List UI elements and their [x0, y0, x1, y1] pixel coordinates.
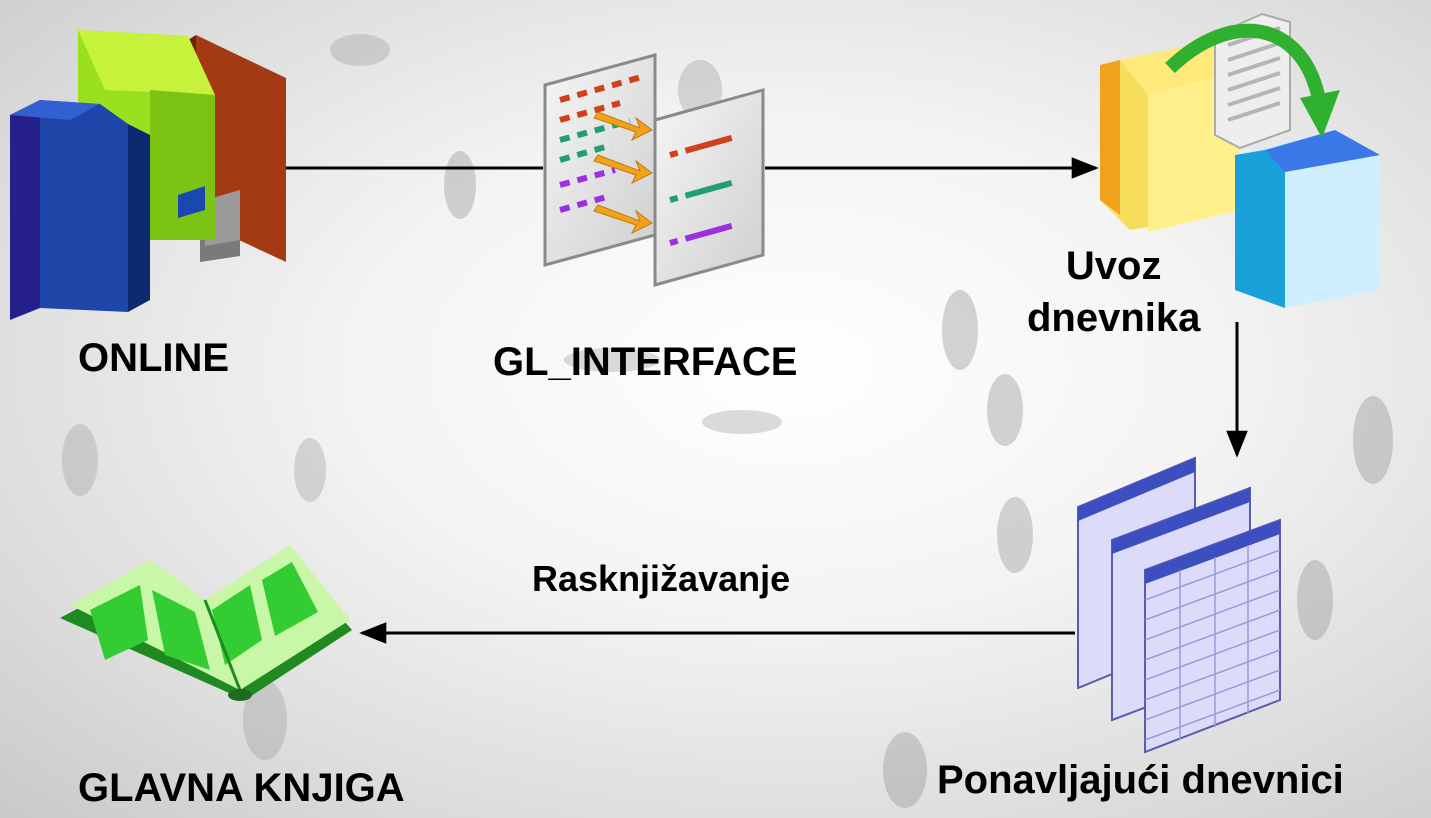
journal-import-label: Uvoz dnevnika [1027, 240, 1200, 344]
mapping-sheets-icon [543, 53, 765, 287]
books-icon [10, 30, 286, 320]
spreadsheets-icon [1077, 456, 1281, 754]
posting-label: Rasknjižavanje [532, 558, 791, 599]
folder-transfer-icon [1100, 12, 1380, 308]
journal-import-label-line2: dnevnika [1027, 296, 1201, 340]
gl-interface-label: GL_INTERFACE [493, 340, 798, 384]
journal-import-label-line1: Uvoz [1065, 244, 1162, 288]
online-label: ONLINE [78, 336, 230, 380]
open-book-icon [60, 545, 352, 701]
background-dice [62, 34, 1393, 808]
general-ledger-label: GLAVNA KNJIGA [78, 766, 405, 810]
recurring-journals-label: Ponavljajući dnevnici [937, 758, 1344, 802]
